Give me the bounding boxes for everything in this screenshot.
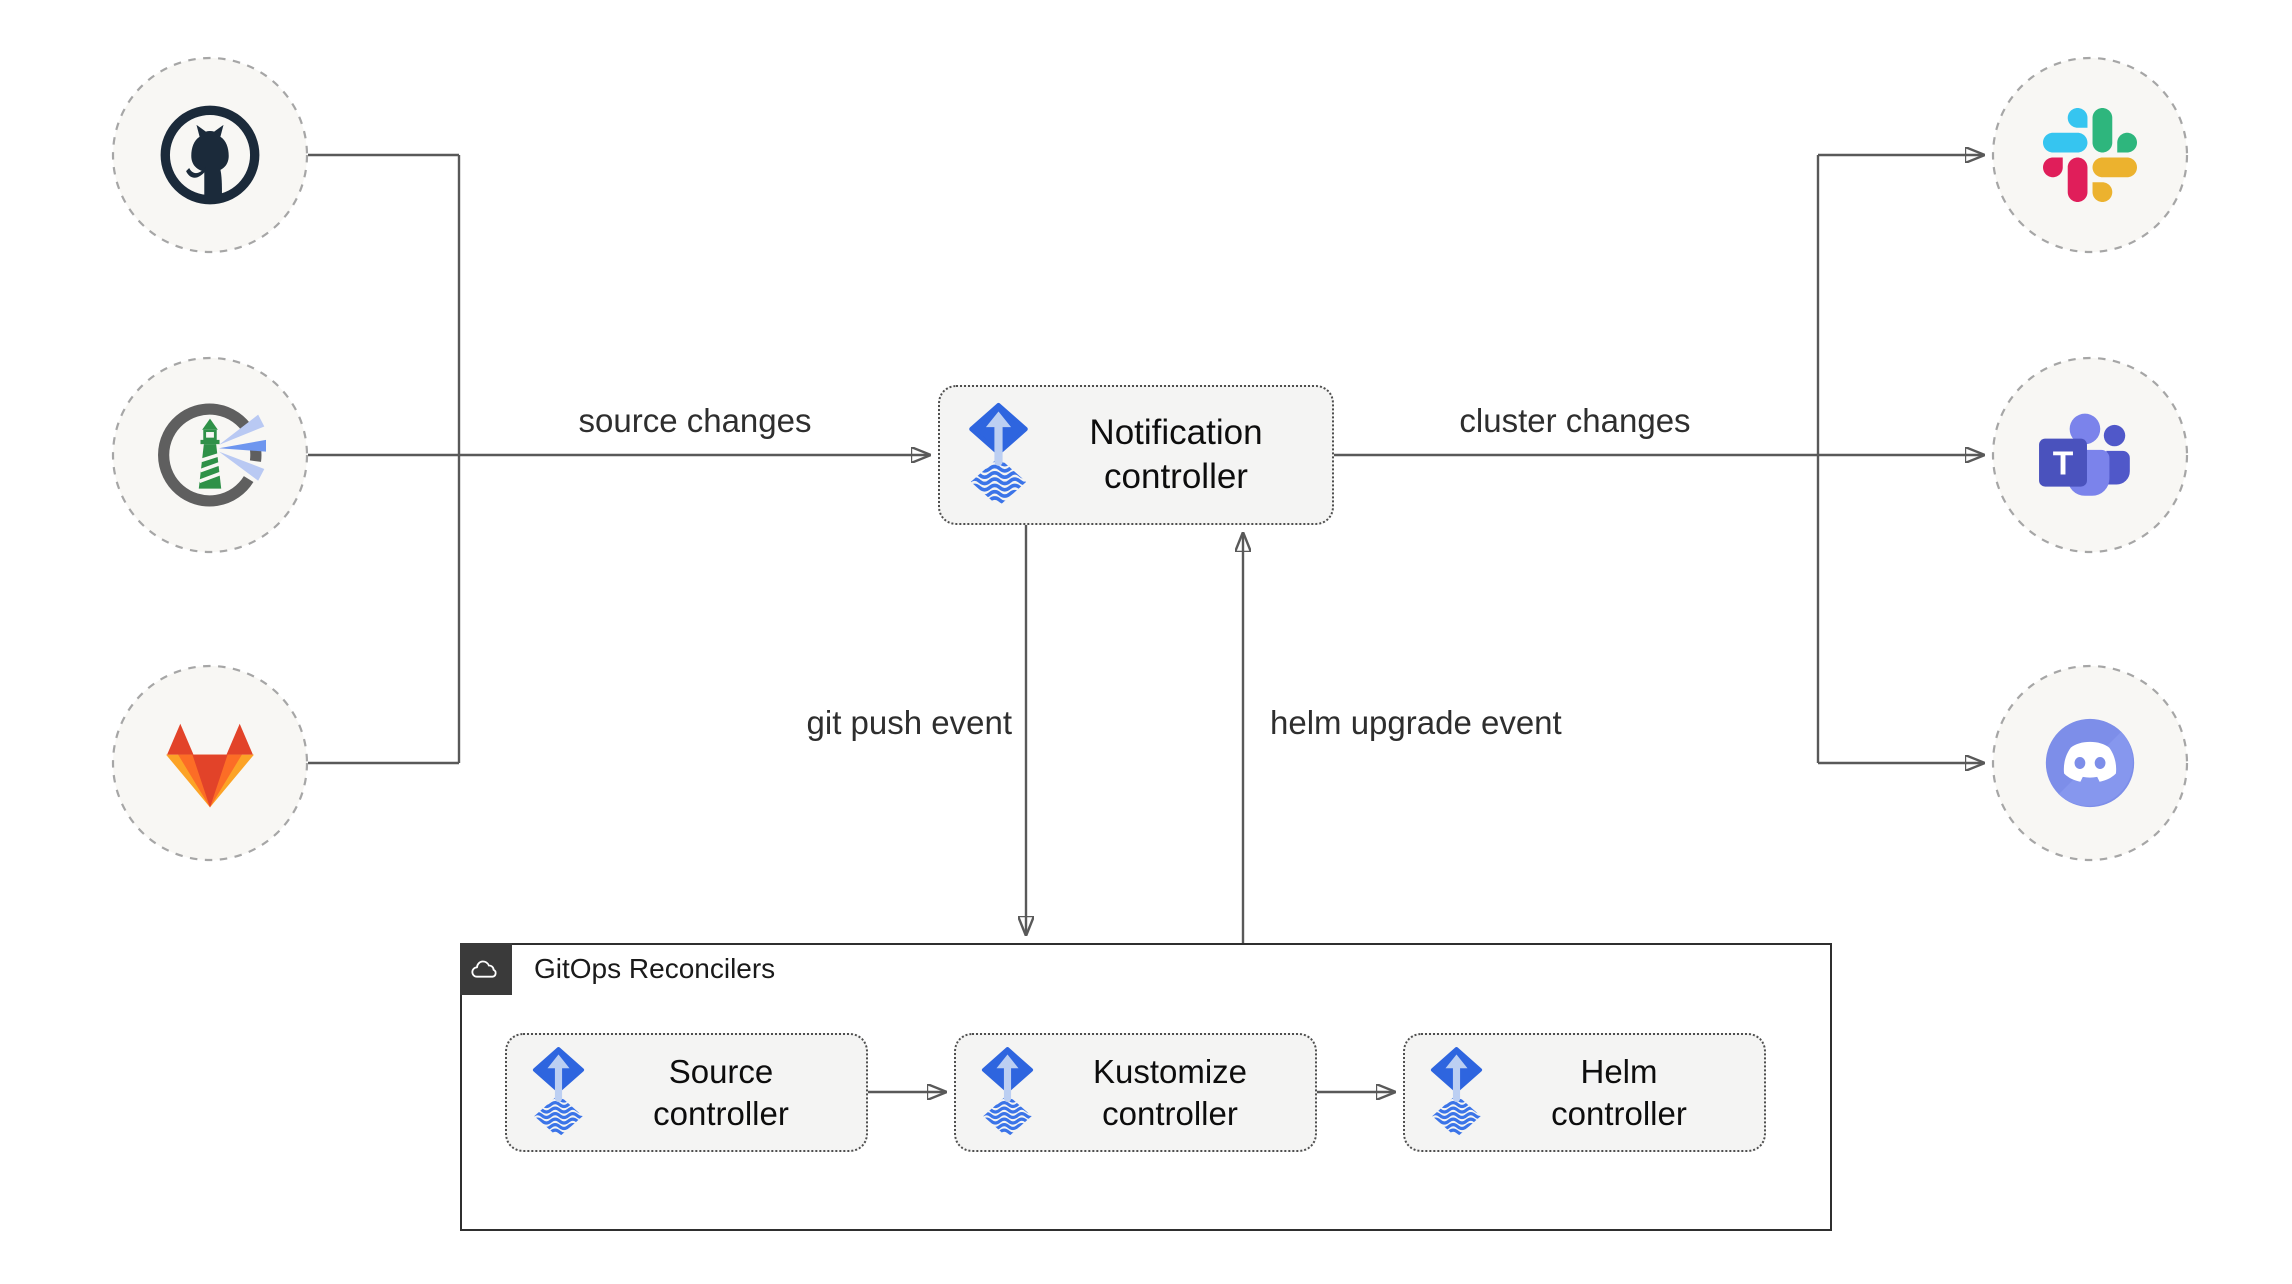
helm-controller-label: Helm controller [1551, 1052, 1687, 1132]
kustomize-controller-label: Kustomize controller [1092, 1052, 1248, 1132]
node-discord [1991, 664, 2189, 862]
notification-controller-label: Notification controller [1089, 412, 1263, 496]
source-controller-label: Source controller [653, 1052, 789, 1132]
node-teams [1991, 356, 2189, 554]
notification-controller-box: Notification controller [938, 385, 1334, 525]
gitops-reconcilers-title: GitOps Reconcilers [534, 953, 776, 984]
flux-icon [980, 1046, 1035, 1140]
git-push-event-label: git push event [806, 704, 1012, 741]
flux-icon [1429, 1046, 1484, 1140]
source-controller-box: Source controller [505, 1033, 868, 1152]
node-harbor [111, 356, 309, 554]
cluster-changes-label: cluster changes [1459, 402, 1691, 439]
helm-controller-box: Helm controller [1403, 1033, 1766, 1152]
helm-upgrade-event-label: helm upgrade event [1270, 704, 1562, 741]
discord-icon [2045, 718, 2135, 808]
node-gitlab [111, 664, 309, 862]
flux-icon [531, 1046, 586, 1140]
node-github [111, 56, 309, 254]
gitops-reconcilers-container [460, 943, 1832, 1231]
kustomize-controller-box: Kustomize controller [954, 1033, 1317, 1152]
gitops-reconcilers-tab [460, 943, 512, 995]
flux-icon [967, 402, 1030, 509]
cloud-icon [468, 955, 504, 984]
source-changes-label: source changes [578, 402, 812, 439]
dashed-circle [1991, 56, 2189, 254]
node-slack [1991, 56, 2189, 254]
